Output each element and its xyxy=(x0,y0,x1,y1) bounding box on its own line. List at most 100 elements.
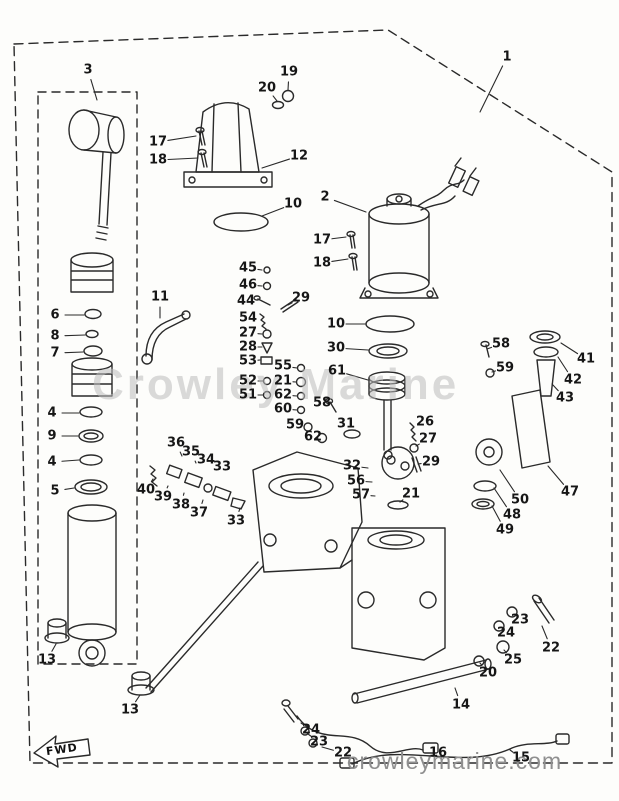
part-number-callout: 14 xyxy=(451,697,471,713)
part-number-callout: 54 xyxy=(238,310,258,326)
part-number-callout: 44 xyxy=(236,293,256,309)
part-number-callout: 6 xyxy=(50,307,60,323)
part-number-callout: 62 xyxy=(273,387,293,403)
part-number-callout: 35 xyxy=(181,444,201,460)
part-number-callout: 22 xyxy=(541,640,561,656)
part-number-callout: 30 xyxy=(326,340,346,356)
part-number-callout: 23 xyxy=(309,734,329,750)
part-number-callout: 43 xyxy=(555,390,575,406)
part-number-callout: 9 xyxy=(47,428,57,444)
tilt-piston-assembly xyxy=(471,330,561,510)
part-number-callout: 34 xyxy=(196,452,216,468)
part-number-callout: 61 xyxy=(327,363,347,379)
part-number-callout: 13 xyxy=(120,702,140,718)
part-number-callout: 11 xyxy=(150,289,170,305)
part-number-callout: 53 xyxy=(238,353,258,369)
part-number-callout: 37 xyxy=(189,505,209,521)
part-number-callout: 32 xyxy=(342,458,362,474)
part-number-callout: 29 xyxy=(421,454,441,470)
part-number-callout: 23 xyxy=(510,612,530,628)
part-number-callout: 33 xyxy=(212,459,232,475)
part-number-callout: 10 xyxy=(283,196,303,212)
site-watermark: crowleymarine.com xyxy=(347,748,563,774)
part-number-callout: 38 xyxy=(171,497,191,513)
part-number-callout: 29 xyxy=(291,290,311,306)
part-number-callout: 27 xyxy=(238,325,258,341)
motor-wires xyxy=(417,157,480,211)
part-number-callout: 59 xyxy=(495,360,515,376)
tilt-tube xyxy=(351,658,492,704)
part-number-callout: 45 xyxy=(238,260,258,276)
outer-dashed-border xyxy=(13,29,613,764)
part-number-callout: 50 xyxy=(510,492,530,508)
part-number-callout: 16 xyxy=(428,745,448,761)
part-number-callout: 33 xyxy=(226,513,246,529)
part-number-callout: 51 xyxy=(238,387,258,403)
part-number-callout: 17 xyxy=(312,232,332,248)
pin-29 xyxy=(280,298,299,313)
part-number-callout: 3 xyxy=(83,62,93,78)
part-number-callout: 24 xyxy=(301,722,321,738)
bottom-fittings xyxy=(281,699,318,748)
hydraulic-hoses xyxy=(296,715,570,769)
leader-lines xyxy=(51,65,579,753)
part-number-callout: 57 xyxy=(351,487,371,503)
part-number-callout: 5 xyxy=(50,483,60,499)
part-number-callout: 59 xyxy=(285,417,305,433)
part-number-callout: 26 xyxy=(415,414,435,430)
part-number-callout: 7 xyxy=(50,345,60,361)
part-number-callout: 19 xyxy=(279,64,299,80)
part-number-callout: 41 xyxy=(576,351,596,367)
part-number-callout: 13 xyxy=(37,652,57,668)
anchor-pin-left xyxy=(44,618,70,644)
part-number-callout: 40 xyxy=(136,482,156,498)
part-number-callout: 21 xyxy=(273,373,293,389)
part-number-callout: 48 xyxy=(502,507,522,523)
part-number-callout: 8 xyxy=(50,328,60,344)
pump-housing xyxy=(145,451,363,693)
reservoir-bolts xyxy=(195,126,208,168)
part-number-callout: 42 xyxy=(563,372,583,388)
manual-release-valve-parts xyxy=(149,464,246,510)
motor-bolts xyxy=(346,230,358,271)
part-number-callout: 49 xyxy=(495,522,515,538)
part-number-callout: 24 xyxy=(496,625,516,641)
valve-body xyxy=(339,527,446,661)
part-number-callout: 62 xyxy=(303,429,323,445)
part-number-callout: 60 xyxy=(273,401,293,417)
part-number-callout: 4 xyxy=(47,454,57,470)
part-number-callout: 47 xyxy=(560,484,580,500)
part-number-callout: 1 xyxy=(502,49,512,65)
part-number-callout: 58 xyxy=(312,395,332,411)
part-number-callout: 15 xyxy=(511,750,531,766)
bracket-11 xyxy=(141,310,191,365)
part-number-callout: 46 xyxy=(238,277,258,293)
part-number-callout: 2 xyxy=(320,189,330,205)
part-number-callout: 27 xyxy=(418,431,438,447)
part-number-callout: 36 xyxy=(166,435,186,451)
part-number-callout: 18 xyxy=(312,255,332,271)
part-number-callout: 56 xyxy=(346,473,366,489)
part-number-callout: 22 xyxy=(333,745,353,761)
part-number-callout: 25 xyxy=(503,652,523,668)
part-number-callout: 52 xyxy=(238,373,258,389)
fwd-arrow xyxy=(33,735,91,768)
pump-seals xyxy=(365,315,415,401)
part-number-callout: 4 xyxy=(47,405,57,421)
part-number-callout: 20 xyxy=(478,665,498,681)
electric-motor xyxy=(359,193,439,299)
part-number-callout: 58 xyxy=(491,336,511,352)
inner-dashed-box xyxy=(37,91,138,665)
part-number-callout: 31 xyxy=(336,416,356,432)
part-number-callout: 10 xyxy=(326,316,346,332)
part-number-callout: 21 xyxy=(401,486,421,502)
manual-valve-fittings xyxy=(473,594,555,667)
part-number-callout: 18 xyxy=(148,152,168,168)
part-number-callout: 17 xyxy=(148,134,168,150)
part-number-callout: 12 xyxy=(289,148,309,164)
part-number-callout: 55 xyxy=(273,358,293,374)
tilt-cylinder-assembly xyxy=(67,109,125,667)
part-number-callout: 39 xyxy=(153,489,173,505)
